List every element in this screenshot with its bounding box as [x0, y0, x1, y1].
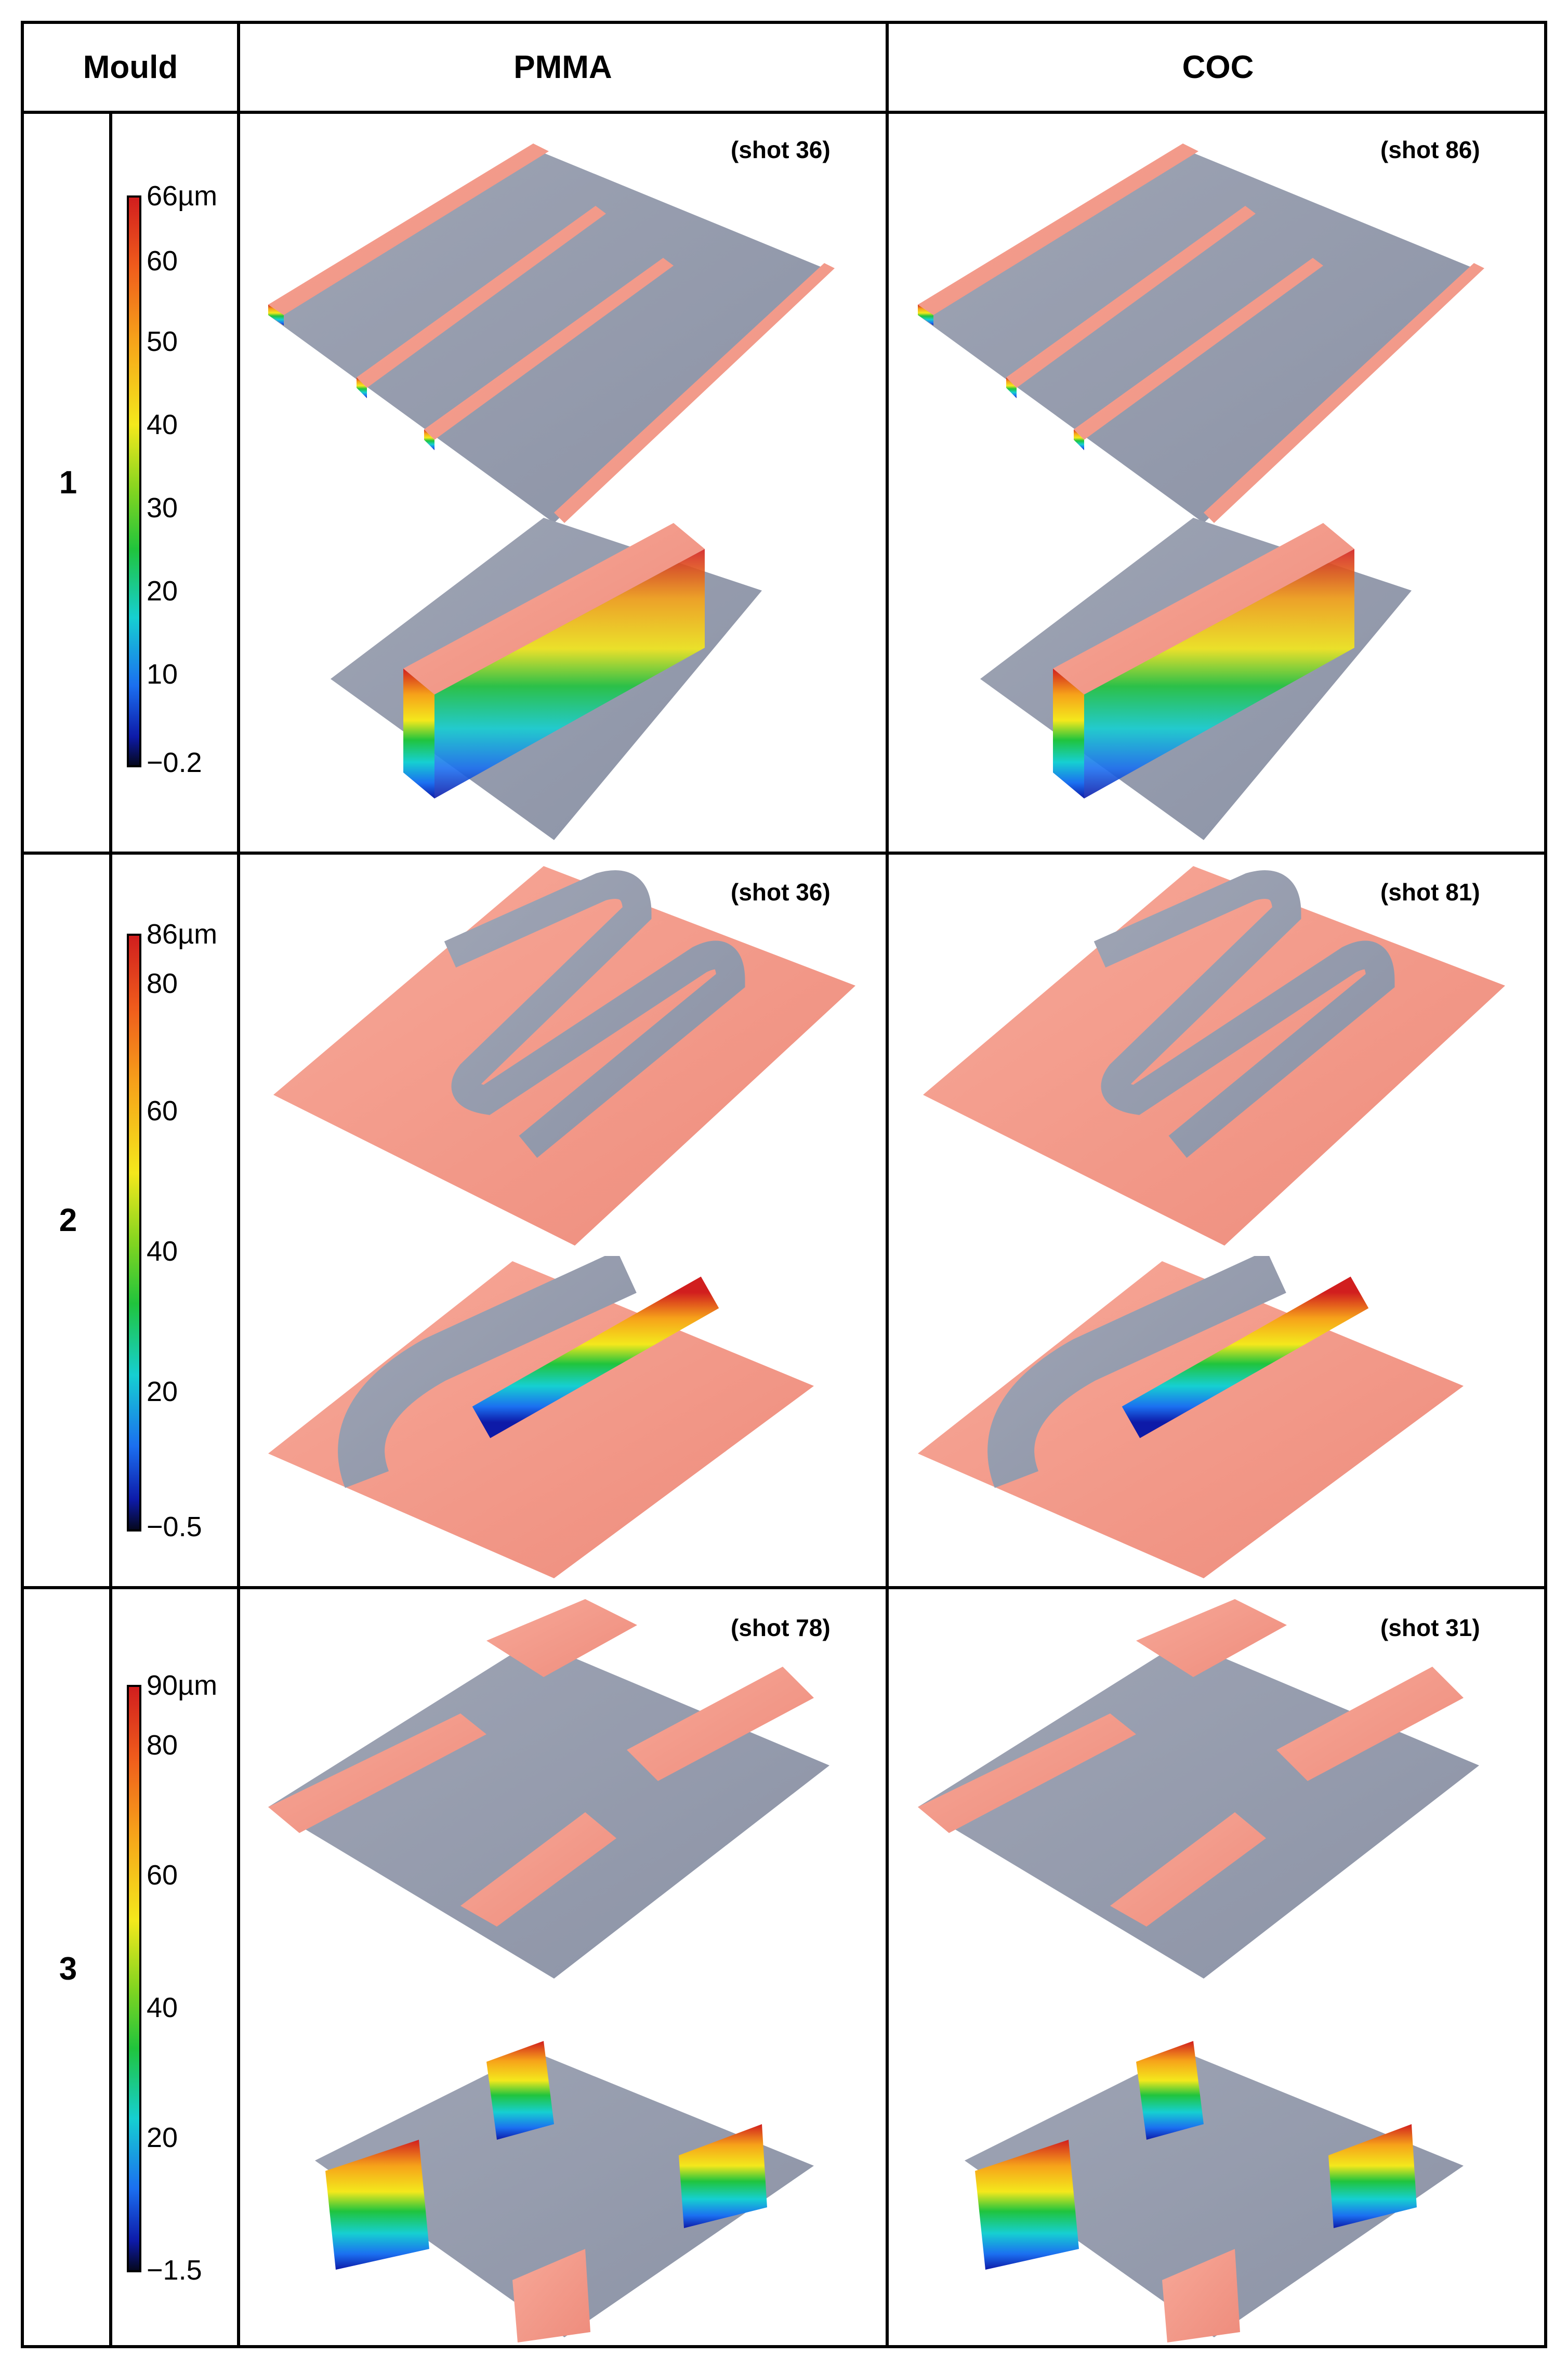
shot-label-2-pmma: (shot 36) — [731, 879, 831, 906]
scale-tick: 60 — [147, 245, 178, 277]
scale-tick: 60 — [147, 1860, 178, 1891]
scale-bar-3 — [127, 1685, 141, 2272]
shot-label-3-pmma: (shot 78) — [731, 1614, 831, 1641]
header-mould: Mould — [83, 49, 178, 85]
header-pmma: PMMA — [513, 49, 612, 85]
mould-3-pmma-overview — [268, 1599, 829, 1979]
scale-tick: 40 — [147, 409, 178, 440]
scale-tick: 50 — [147, 326, 178, 357]
scale-max-2: 86µm — [147, 919, 218, 950]
mould-2-pmma-overview — [273, 866, 855, 1246]
scale-tick: 60 — [147, 1095, 178, 1127]
scale-tick: 40 — [147, 1236, 178, 1267]
mould-1-pmma-detail — [331, 518, 762, 840]
scale-tick: 80 — [147, 1730, 178, 1761]
header-coc: COC — [1182, 49, 1254, 85]
scale-min-3: −1.5 — [147, 2255, 202, 2286]
scale-tick: 20 — [147, 575, 178, 607]
mould-3-pmma-detail — [315, 2041, 814, 2342]
row-label-3: 3 — [59, 1951, 77, 1987]
scale-tick: 10 — [147, 659, 178, 690]
shot-label-1-pmma: (shot 36) — [731, 136, 831, 163]
mould-1-pmma-overview — [268, 143, 835, 523]
mould-3-coc-overview — [918, 1599, 1479, 1979]
shot-label-1-coc: (shot 86) — [1380, 136, 1480, 163]
mould-1-coc-overview — [918, 143, 1484, 523]
col-divider-2 — [886, 24, 889, 2345]
figure-table: Mould PMMA COC 1 2 3 66µm 60 50 40 30 20… — [21, 21, 1547, 2348]
scale-tick: 20 — [147, 2122, 178, 2153]
row-divider-2 — [24, 1586, 1544, 1589]
row-divider-1 — [24, 852, 1544, 855]
mould-subdivider — [109, 111, 112, 2345]
scale-tick: 30 — [147, 492, 178, 523]
mould-1-coc-detail — [980, 518, 1412, 840]
mould-2-pmma-detail — [268, 1256, 814, 1578]
row-label-1: 1 — [59, 465, 77, 501]
scale-min-2: −0.5 — [147, 1511, 202, 1542]
scale-tick: 80 — [147, 968, 178, 999]
scale-bar-1 — [127, 195, 141, 767]
row-label-2: 2 — [59, 1202, 77, 1238]
header-divider — [24, 111, 1544, 114]
shot-label-2-coc: (shot 81) — [1380, 879, 1480, 906]
scale-tick: 40 — [147, 1992, 178, 2023]
scale-tick: 20 — [147, 1376, 178, 1407]
mould-3-coc-detail — [965, 2041, 1464, 2342]
col-divider-1 — [237, 24, 240, 2345]
mould-2-coc-overview — [923, 866, 1505, 1246]
shot-label-3-coc: (shot 31) — [1380, 1614, 1480, 1641]
scale-max-3: 90µm — [147, 1670, 218, 1701]
scale-bar-2 — [127, 934, 141, 1532]
scale-max-1: 66µm — [147, 180, 218, 212]
scale-min-1: −0.2 — [147, 747, 202, 778]
mould-2-coc-detail — [918, 1256, 1464, 1578]
